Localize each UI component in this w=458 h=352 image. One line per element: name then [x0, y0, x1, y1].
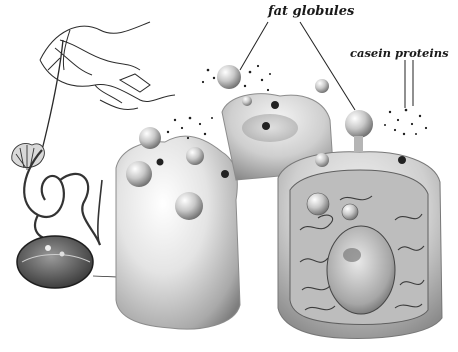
casein-proteins-label: casein proteins	[350, 46, 449, 60]
gland-fan-icon	[12, 143, 45, 170]
fat-globules-label: fat globules	[268, 4, 354, 19]
left-secretory-cell	[116, 127, 240, 329]
nucleus-icon	[327, 226, 395, 314]
fat-globule-icon	[345, 110, 373, 138]
